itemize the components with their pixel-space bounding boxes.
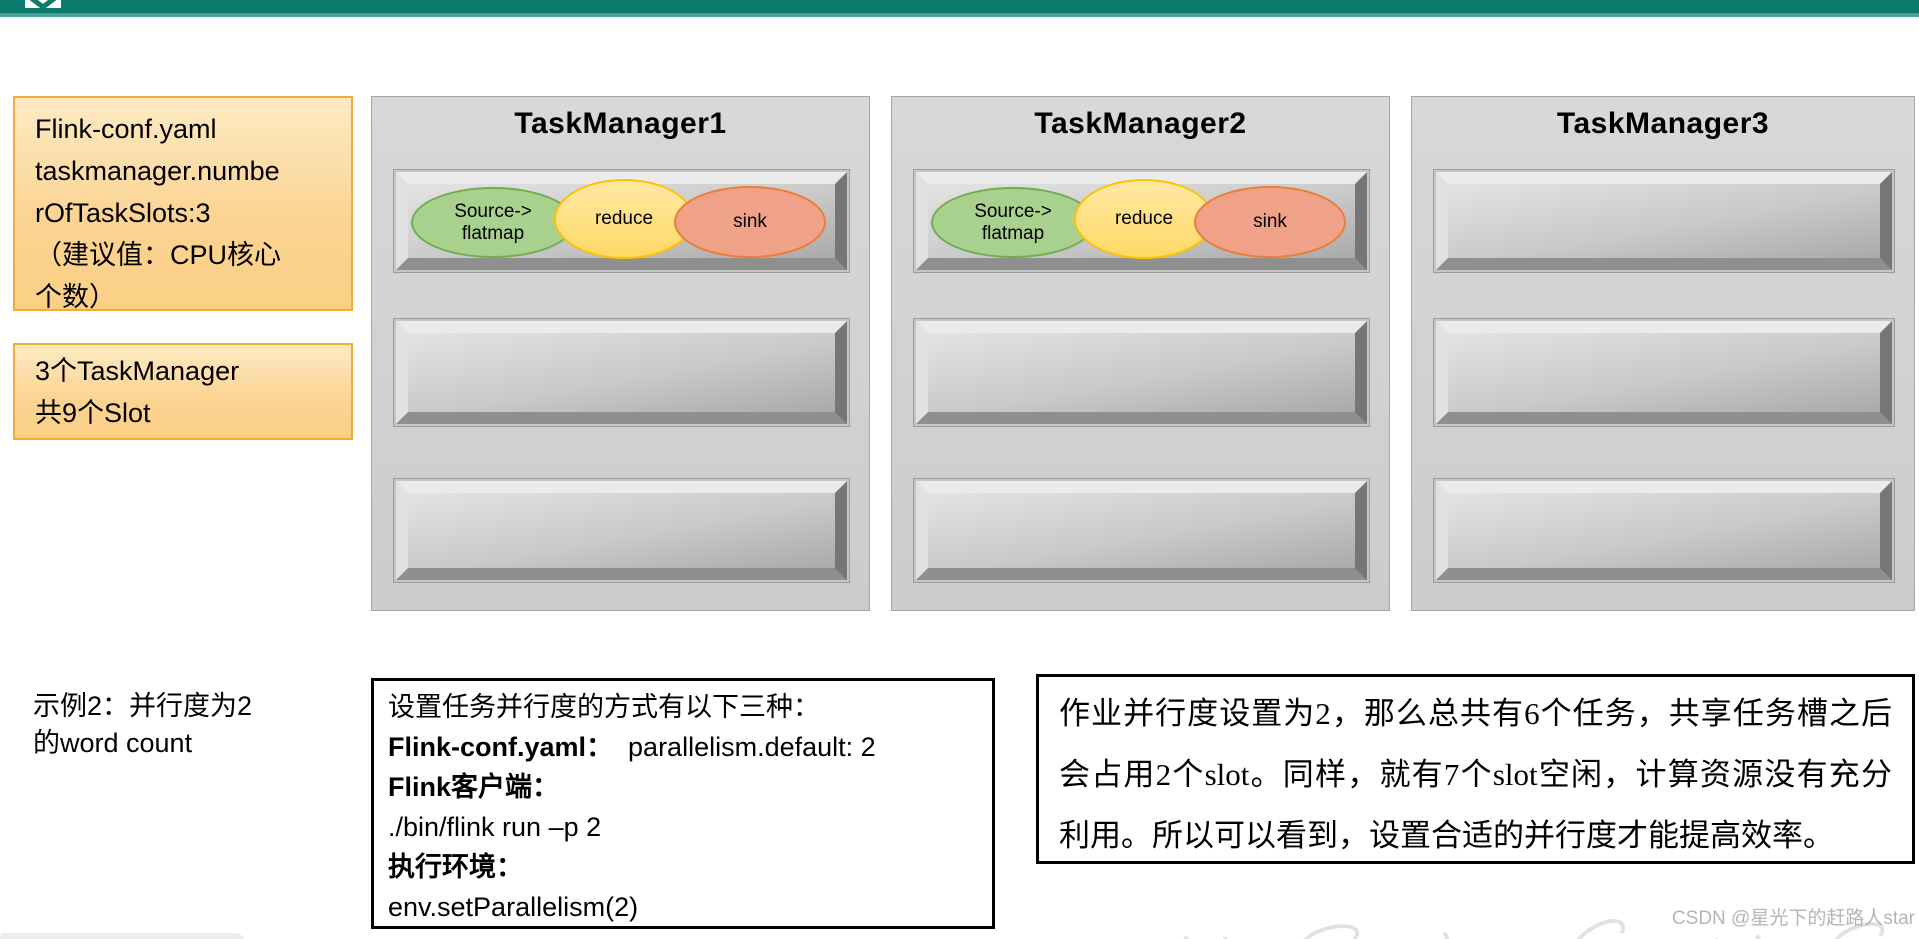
top-accent-bar-strip (0, 13, 1919, 17)
task-oval-sink: sink (1194, 186, 1346, 258)
code-line: 设置任务并行度的方式有以下三种： (388, 692, 820, 722)
taskmanager2-slot3 (913, 478, 1370, 583)
slot-bevel (1436, 172, 1892, 270)
taskmanager2-title: TaskManager2 (1034, 107, 1247, 140)
slot-bevel (916, 321, 1367, 424)
slot-count-note-box: 3个TaskManager 共9个Slot (13, 343, 353, 440)
code-line: Flink客户端： (388, 772, 560, 802)
top-accent-bar (0, 0, 1919, 13)
slot-bevel (1436, 321, 1892, 424)
config-note-box: Flink-conf.yaml taskmanager.numberOfTask… (13, 96, 353, 312)
task-oval-source-flatmap: Source-> flatmap (411, 187, 575, 258)
taskmanager3-slot3 (1433, 478, 1895, 583)
example2-label: 示例2：并行度为2 的word count (33, 691, 253, 758)
taskmanager3-slot2 (1433, 318, 1895, 427)
slot-bevel (396, 481, 847, 580)
parallelism-settings-box: 设置任务并行度的方式有以下三种： Flink-conf.yaml： parall… (371, 678, 995, 929)
slot-bevel (916, 481, 1367, 580)
code-line: 执行环境： (388, 852, 523, 882)
taskmanager2-slot1: Source-> flatmap reduce sink (913, 169, 1370, 273)
task-oval-source-flatmap: Source-> flatmap (931, 187, 1095, 258)
chevron-down-icon (29, 0, 57, 8)
taskmanager1-slot3 (393, 478, 850, 583)
taskmanager2-box: TaskManager2 Source-> flatmap reduce sin… (891, 96, 1390, 611)
bottom-left-shape (0, 933, 245, 939)
slot-bevel (1436, 481, 1892, 580)
taskmanager3-slot1 (1433, 169, 1895, 273)
task-oval-reduce: reduce (554, 179, 694, 259)
taskmanager1-title: TaskManager1 (514, 107, 727, 140)
slot-bevel (396, 321, 847, 424)
taskmanager3-box: TaskManager3 (1411, 96, 1915, 611)
task-oval-sink: sink (674, 186, 826, 258)
csdn-watermark: CSDN @星光下的赶路人star (1671, 908, 1915, 929)
parallelism-result-box: 作业并行度设置为2，那么总共有6个任务，共享任务槽之后会占用2个slot。同样，… (1036, 674, 1915, 864)
code-line: env.setParallelism(2) (388, 892, 639, 922)
taskmanager2-slot2 (913, 318, 1370, 427)
taskmanager1-box: TaskManager1 Source-> flatmap reduce sin… (371, 96, 870, 611)
code-line: ./bin/flink run –p 2 (388, 812, 602, 842)
taskmanager1-slot1: Source-> flatmap reduce sink (393, 169, 850, 273)
code-line: Flink-conf.yaml： parallelism.default: 2 (388, 732, 876, 762)
task-oval-reduce: reduce (1074, 179, 1214, 259)
taskmanager3-title: TaskManager3 (1556, 107, 1770, 140)
taskmanager1-slot2 (393, 318, 850, 427)
